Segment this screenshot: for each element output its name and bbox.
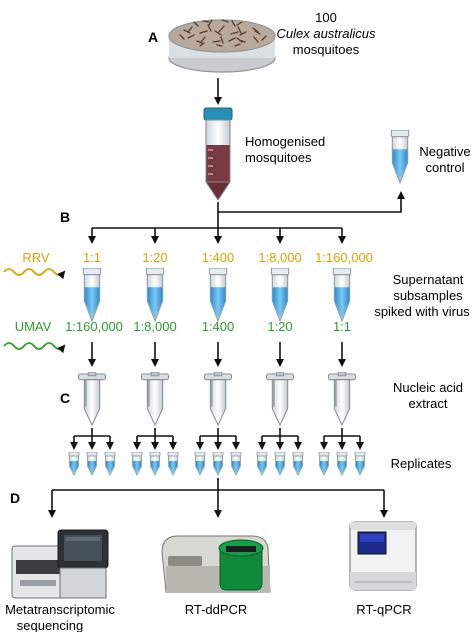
- mosquito-count: 100: [315, 10, 337, 25]
- supernatant-label-line2: subsamples: [393, 288, 463, 303]
- replicate-tube: [86, 452, 98, 476]
- replicate-tube: [318, 452, 330, 476]
- rrv-dilution: 1:1: [83, 250, 101, 265]
- replicate-tube: [194, 452, 206, 476]
- umav-dilution: 1:400: [202, 319, 235, 334]
- rrv-dilution: 1:400: [202, 250, 235, 265]
- replicate-tube: [104, 452, 116, 476]
- replicate-tube: [336, 452, 348, 476]
- method-label-sequencing-line1: Metatranscriptomic: [5, 602, 115, 617]
- sequencer-instrument: [11, 529, 109, 599]
- spiked-tube: [82, 268, 102, 322]
- negative-control-label-line1: Negative: [419, 144, 470, 159]
- spiked-tube-row: [82, 268, 352, 322]
- umav-dilution: 1:20: [267, 319, 292, 334]
- replicate-tube: [230, 452, 242, 476]
- spiked-tube: [208, 268, 228, 322]
- umav-dilution: 1:8,000: [133, 319, 176, 334]
- rrv-dilution: 1:160,000: [315, 250, 373, 265]
- umav-virus-wave: [3, 342, 66, 354]
- replicate-arrows: [70, 428, 364, 450]
- rrv-label: RRV: [22, 250, 50, 265]
- nucleic-label-line1: Nucleic acid: [393, 380, 463, 395]
- method-label-qpcr: RT-qPCR: [356, 602, 411, 617]
- method-label-ddpcr: RT-ddPCR: [185, 602, 248, 617]
- replicate-tube: [256, 452, 268, 476]
- method-label-sequencing-line2: sequencing: [17, 618, 84, 632]
- umav-dilution: 1:1: [333, 319, 351, 334]
- distribution-arrows: [88, 191, 405, 244]
- falcon-tube-illustration: [203, 107, 233, 201]
- petri-dish-illustration: [168, 19, 276, 73]
- rrv-virus-wave: [3, 268, 66, 280]
- replicate-tube: [149, 452, 161, 476]
- extract-tube-row: [78, 372, 356, 426]
- extract-tube: [266, 372, 294, 426]
- supernatant-label-line3: spiked with virus: [374, 304, 470, 319]
- negative-control-label-line2: control: [425, 160, 464, 175]
- supernatant-label-line1: Supernatant: [393, 272, 464, 287]
- extract-tube: [141, 372, 169, 426]
- replicate-tube: [292, 452, 304, 476]
- replicate-tube: [212, 452, 224, 476]
- umav-dilution: 1:160,000: [65, 319, 123, 334]
- mosquito-species: Culex australicus: [277, 26, 376, 41]
- qpcr-instrument: [349, 521, 417, 591]
- rrv-dilution: 1:8,000: [258, 250, 301, 265]
- nucleic-label-line2: extract: [408, 396, 447, 411]
- extract-tube: [204, 372, 232, 426]
- rrv-dilutions: 1:1 1:20 1:400 1:8,000 1:160,000: [83, 250, 373, 265]
- replicate-tube: [274, 452, 286, 476]
- replicates-label: Replicates: [391, 456, 452, 471]
- replicate-tube: [131, 452, 143, 476]
- extract-tube: [78, 372, 106, 426]
- replicate-tube: [167, 452, 179, 476]
- method-arrows: [48, 478, 388, 518]
- spiked-tube: [332, 268, 352, 322]
- replicate-tube-row: [68, 452, 366, 476]
- step-label-d: D: [10, 490, 20, 506]
- extract-tube: [328, 372, 356, 426]
- rrv-dilution: 1:20: [142, 250, 167, 265]
- homogenised-label-line1: Homogenised: [245, 134, 325, 149]
- umav-label: UMAV: [15, 319, 52, 334]
- spiked-tube: [270, 268, 290, 322]
- spiked-tube: [145, 268, 165, 322]
- replicate-tube: [354, 452, 366, 476]
- step-label-a: A: [148, 29, 158, 45]
- ddpcr-instrument: [161, 535, 271, 593]
- mosquito-noun: mosquitoes: [293, 42, 360, 57]
- negative-control-tube: [390, 130, 410, 184]
- step-label-c: C: [60, 390, 70, 406]
- replicate-tube: [68, 452, 80, 476]
- step-label-b: B: [60, 209, 70, 225]
- extraction-arrows: [88, 342, 346, 367]
- umav-dilutions: 1:160,000 1:8,000 1:400 1:20 1:1: [65, 319, 351, 334]
- homogenised-label-line2: mosquitoes: [245, 150, 312, 165]
